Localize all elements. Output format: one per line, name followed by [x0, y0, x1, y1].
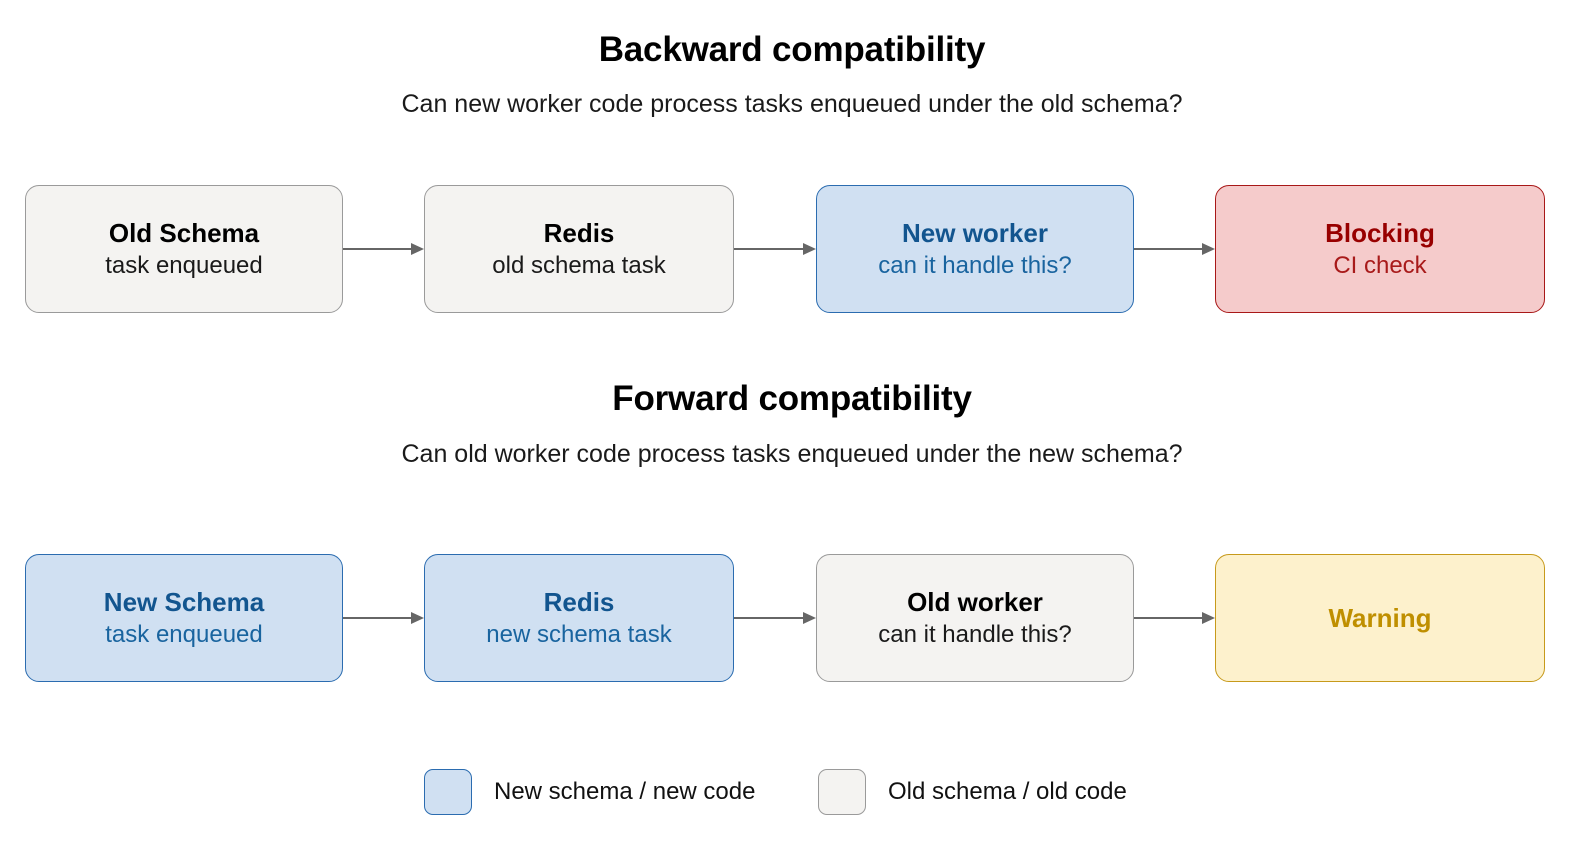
- node-subtitle: task enqueued: [105, 251, 263, 279]
- node-title: Blocking: [1325, 218, 1435, 248]
- node-subtitle: old schema task: [492, 251, 666, 279]
- node-title: New Schema: [103, 587, 265, 617]
- node-title: Redis: [543, 587, 615, 617]
- legend-label: New schema / new code: [494, 778, 756, 805]
- node-subtitle: task enqueued: [105, 620, 263, 648]
- arrow-right-icon: [1134, 242, 1215, 256]
- arrow-head: [411, 243, 424, 255]
- node-new-schema[interactable]: New Schema task enqueued: [25, 554, 343, 682]
- node-redis-new[interactable]: Redis new schema task: [424, 554, 734, 682]
- legend-swatch-blue-icon: [424, 769, 472, 815]
- node-subtitle: can it handle this?: [878, 620, 1072, 648]
- arrow-shaft: [343, 617, 413, 619]
- node-title: Old worker: [907, 587, 1043, 617]
- arrow-shaft: [1134, 248, 1204, 250]
- legend-swatch-gray-icon: [818, 769, 866, 815]
- arrow-shaft: [1134, 617, 1204, 619]
- arrow-right-icon: [343, 611, 424, 625]
- node-redis-old[interactable]: Redis old schema task: [424, 185, 734, 313]
- arrow-right-icon: [734, 611, 816, 625]
- node-subtitle: can it handle this?: [878, 251, 1072, 279]
- node-subtitle: new schema task: [486, 620, 672, 648]
- legend-item-new-schema: New schema / new code: [424, 766, 755, 818]
- legend-label: Old schema / old code: [888, 778, 1127, 805]
- legend-item-old-schema: Old schema / old code: [818, 766, 1127, 818]
- backward-section-subtitle: Can new worker code process tasks enqueu…: [401, 90, 1183, 118]
- arrow-head: [803, 243, 816, 255]
- node-subtitle: CI check: [1333, 251, 1427, 279]
- arrow-right-icon: [734, 242, 816, 256]
- legend: New schema / new code Old schema / old c…: [0, 766, 1584, 822]
- node-old-worker[interactable]: Old worker can it handle this?: [816, 554, 1134, 682]
- node-old-schema[interactable]: Old Schema task enqueued: [25, 185, 343, 313]
- node-title: New worker: [902, 218, 1048, 248]
- node-title: Old Schema: [108, 218, 260, 248]
- node-warning[interactable]: Warning: [1215, 554, 1545, 682]
- arrow-head: [1202, 612, 1215, 624]
- node-title: Warning: [1328, 602, 1432, 633]
- arrow-shaft: [734, 617, 805, 619]
- node-title: Redis: [543, 218, 615, 248]
- arrow-shaft: [734, 248, 805, 250]
- node-new-worker[interactable]: New worker can it handle this?: [816, 185, 1134, 313]
- backward-flow-row: Old Schema task enqueued Redis old schem…: [0, 185, 1584, 315]
- arrow-head: [803, 612, 816, 624]
- arrow-right-icon: [343, 242, 424, 256]
- arrow-shaft: [343, 248, 413, 250]
- arrow-head: [1202, 243, 1215, 255]
- arrow-right-icon: [1134, 611, 1215, 625]
- arrow-head: [411, 612, 424, 624]
- forward-flow-row: New Schema task enqueued Redis new schem…: [0, 554, 1584, 684]
- forward-section-subtitle: Can old worker code process tasks enqueu…: [401, 440, 1183, 468]
- node-blocking-ci-check[interactable]: Blocking CI check: [1215, 185, 1545, 313]
- backward-section-title: Backward compatibility: [598, 30, 986, 69]
- forward-section-title: Forward compatibility: [612, 379, 972, 418]
